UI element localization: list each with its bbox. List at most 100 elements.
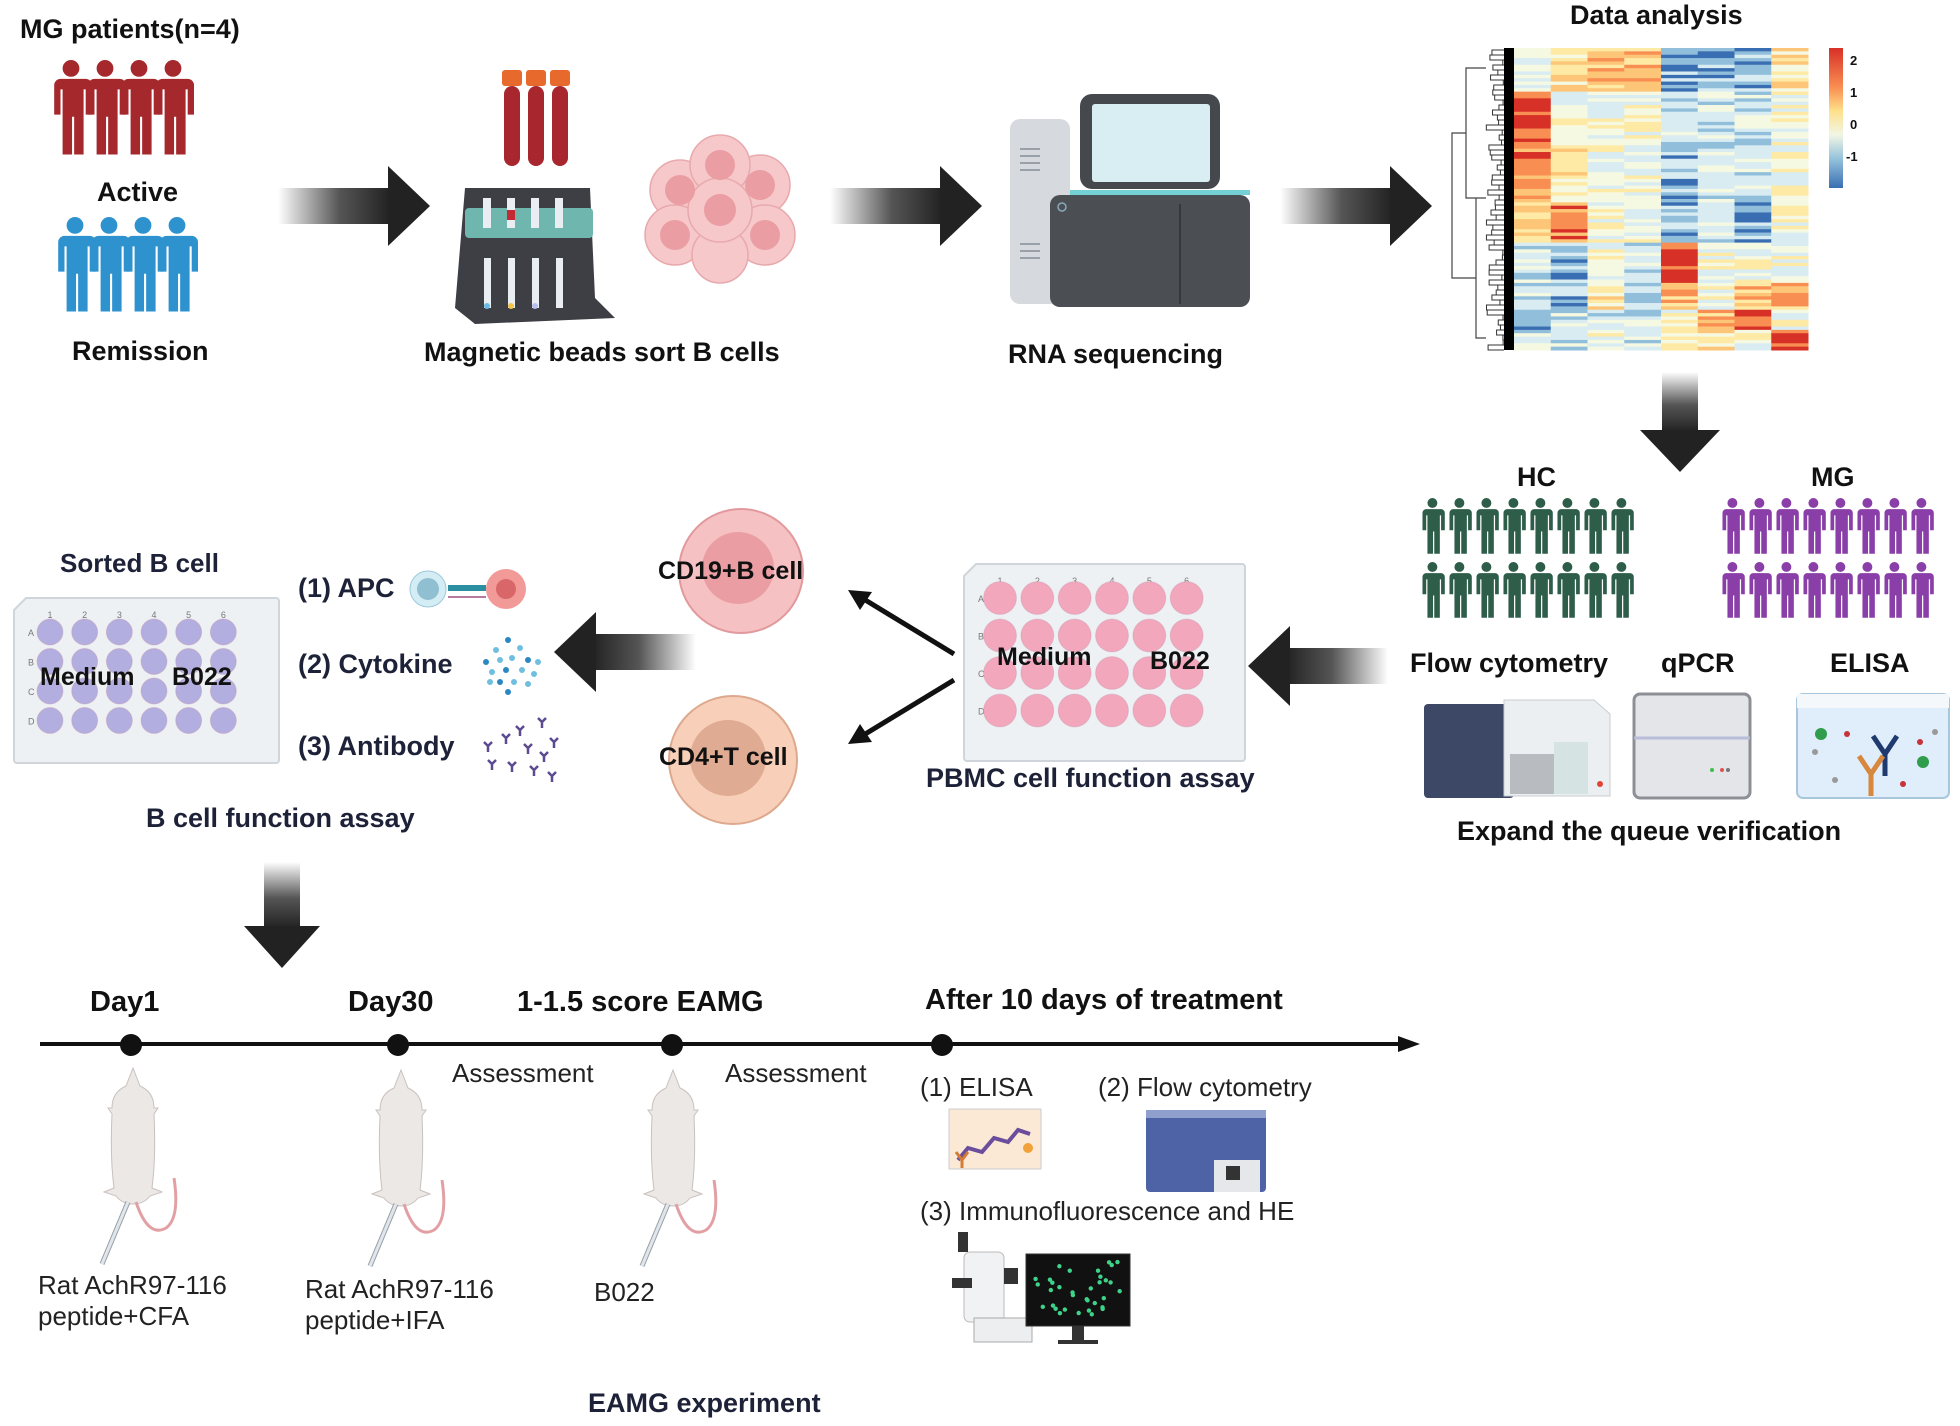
heatmap-cell — [1514, 225, 1552, 230]
method-flow-cytometry: Flow cytometry — [1410, 648, 1609, 678]
fluorescent-cell — [1085, 1298, 1090, 1303]
heatmap-cell — [1587, 118, 1625, 123]
dendrogram-branch — [1494, 199, 1504, 206]
heatmap-cell — [1661, 282, 1699, 287]
heatmap-cell — [1661, 152, 1699, 156]
heatmap-cell — [1550, 289, 1588, 294]
dendrogram-branch — [1485, 219, 1504, 226]
heatmap-cell — [1624, 222, 1662, 227]
heatmap-cell — [1514, 272, 1552, 277]
dendrogram-branch — [1497, 284, 1504, 291]
heatmap-cell — [1550, 202, 1588, 207]
dendrogram-branch — [1502, 59, 1504, 66]
heatmap-cell — [1734, 155, 1772, 160]
plate-well — [209, 677, 237, 705]
person-icon — [1422, 498, 1445, 554]
person-icon — [1584, 562, 1607, 618]
heatmap-cell — [1624, 91, 1662, 96]
heatmap-cell — [1734, 115, 1772, 119]
heatmap-cell — [1624, 168, 1662, 173]
dendrogram-branch — [1489, 54, 1504, 61]
heatmap-cell — [1624, 309, 1662, 314]
heatmap-cell — [1661, 252, 1699, 257]
cytokine-dot — [493, 647, 499, 653]
heatmap-cell — [1550, 121, 1588, 126]
heatmap-cell — [1587, 78, 1625, 83]
cytokine-dot — [531, 671, 537, 677]
heatmap-cell — [1734, 259, 1772, 264]
plate-well — [105, 707, 133, 734]
heatmap-cell — [1697, 135, 1735, 140]
heatmap-cell — [1734, 329, 1772, 334]
heatmap-cell — [1734, 128, 1772, 133]
heatmap-cell — [1697, 232, 1735, 237]
plate-row-label: C — [978, 669, 985, 679]
antibody-glyph — [547, 771, 557, 782]
heatmap-cell — [1550, 61, 1588, 66]
heatmap-cell — [1661, 81, 1699, 86]
syringe-barrel — [640, 1203, 670, 1267]
heatmap-cell — [1771, 84, 1809, 89]
heatmap-cell — [1734, 296, 1772, 301]
heatmap-cell — [1661, 192, 1699, 197]
plate-well — [1057, 581, 1092, 615]
antibody-icon — [483, 717, 559, 782]
dendrogram-branch — [1491, 179, 1504, 186]
heatmap-cell — [1697, 105, 1735, 109]
heatmap-cell — [1661, 54, 1699, 59]
heatmap-cell — [1734, 343, 1772, 348]
fluorescent-cell — [1098, 1274, 1103, 1279]
flow-cytometer-icon — [1146, 1110, 1266, 1192]
heatmap-cell — [1697, 225, 1735, 230]
heatmap-cell — [1514, 242, 1552, 247]
flow-arrow-left-icon — [554, 612, 696, 692]
heatmap-cell — [1550, 239, 1588, 244]
colorbar-tick: 0 — [1850, 117, 1858, 132]
heatmap-cell — [1661, 135, 1699, 140]
person-icon — [1611, 498, 1634, 554]
heatmap-cell — [1624, 232, 1662, 237]
b-cell-assay-caption: B cell function assay — [146, 803, 415, 833]
endpoint-immunofluorescence: (3) Immunofluorescence and HE — [920, 1196, 1295, 1226]
heatmap-cell — [1514, 135, 1552, 140]
dendrogram-branch — [1485, 234, 1504, 241]
heatmap-cell — [1550, 225, 1588, 230]
heatmap-cell — [1771, 51, 1809, 56]
heatmap-cell — [1550, 292, 1588, 297]
patients-title: MG patients(n=4) — [20, 14, 240, 44]
day30-treatment-line: peptide+IFA — [305, 1305, 445, 1335]
heatmap-cell — [1624, 178, 1662, 183]
heatmap-cell — [1624, 78, 1662, 83]
heatmap-cell — [1661, 48, 1699, 52]
heatmap-cell — [1697, 138, 1735, 143]
heatmap-cell — [1624, 279, 1662, 284]
heatmap-cell — [1514, 279, 1552, 284]
heatmap-cell — [1661, 61, 1699, 66]
heatmap-cell — [1661, 306, 1699, 311]
heatmap-cell — [1661, 74, 1699, 79]
heatmap-cell — [1514, 78, 1552, 83]
heatmap-cell — [1550, 78, 1588, 83]
heatmap-cell — [1514, 71, 1552, 76]
heatmap-cell — [1661, 242, 1699, 247]
heatmap-cell — [1661, 286, 1699, 291]
fluorescent-cell — [1109, 1262, 1114, 1268]
heatmap-cell — [1661, 215, 1699, 220]
heatmap-cell — [1624, 292, 1662, 297]
dendrogram-branch — [1498, 194, 1504, 201]
fluorescent-cell — [1106, 1260, 1112, 1265]
heatmap-cell — [1550, 212, 1588, 217]
heatmap-cell — [1550, 131, 1588, 136]
heatmap-cell — [1734, 309, 1772, 314]
elisa-well-icon — [1796, 693, 1950, 799]
antibody-glyph — [537, 717, 547, 728]
fluorescent-cell — [1095, 1268, 1101, 1273]
heatmap-cell — [1587, 282, 1625, 287]
heatmap-cell — [1771, 54, 1809, 59]
heatmap-cell — [1661, 323, 1699, 328]
plate-well — [209, 648, 237, 675]
heatmap-cell — [1697, 202, 1735, 207]
heatmap-cell — [1514, 185, 1552, 190]
person-icon — [1776, 562, 1799, 618]
dendrogram-branch — [1496, 164, 1504, 171]
